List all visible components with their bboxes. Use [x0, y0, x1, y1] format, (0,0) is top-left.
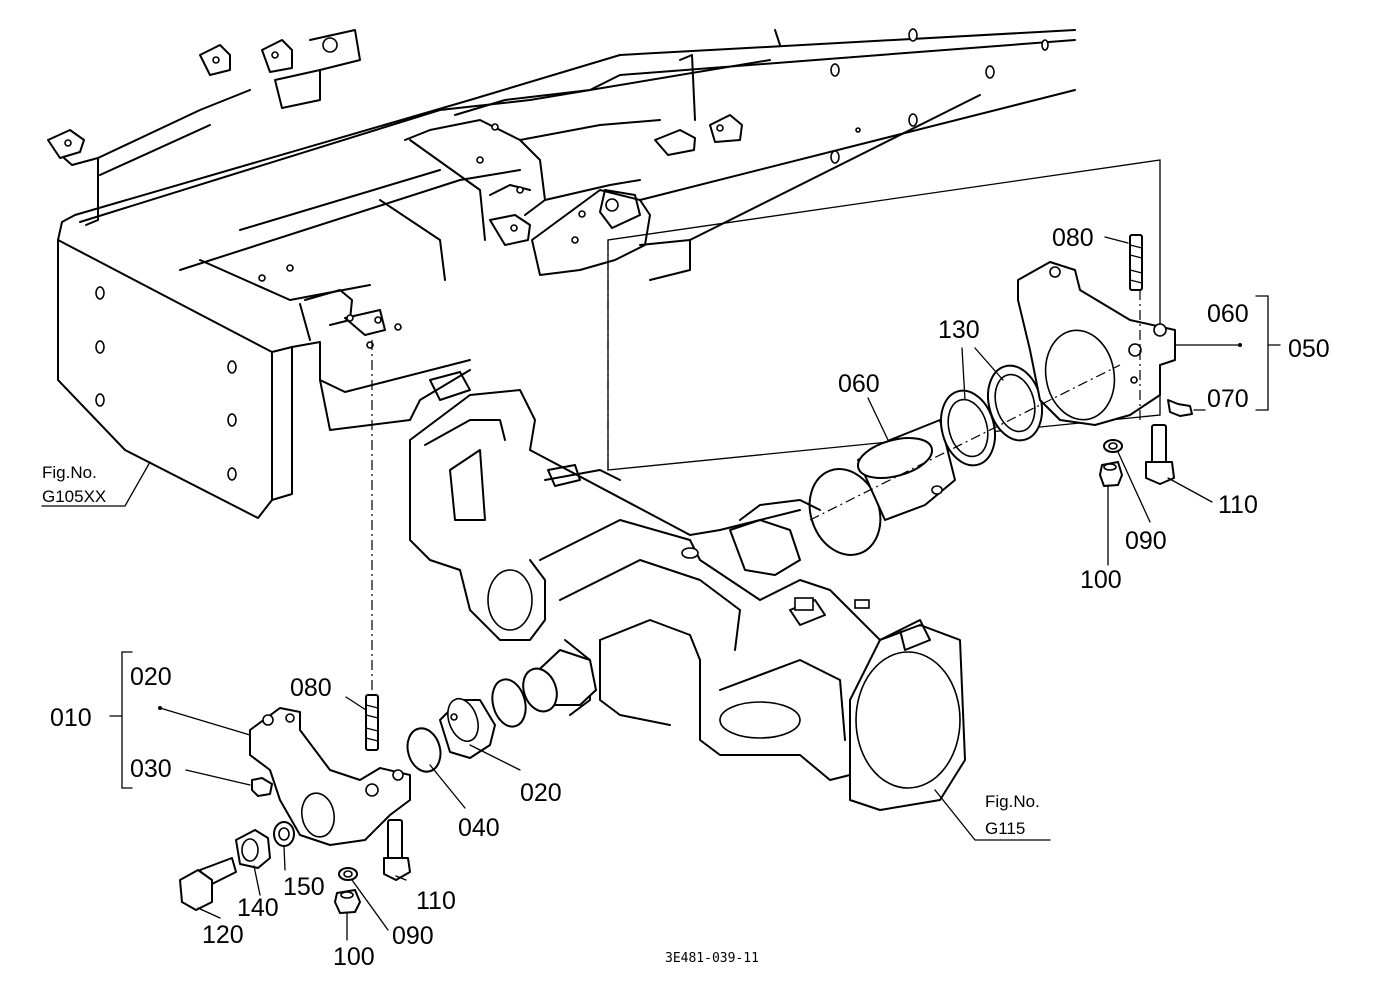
- drawing-code: 3E481-039-11: [665, 951, 759, 966]
- grease-nipple-030-left: [251, 777, 273, 797]
- grease-nipple-070-right: [1167, 399, 1193, 417]
- figure-ref-frame-code: G105XX: [42, 487, 106, 506]
- washer-090-right: [1103, 439, 1123, 453]
- figure-ref-frame-prefix: Fig.No.: [42, 463, 97, 482]
- callout-left-080: 080: [290, 674, 332, 702]
- figure-ref-axle: Fig.No. G115: [985, 792, 1040, 838]
- bracket-020-left: [249, 707, 411, 846]
- figure-ref-axle-code: G115: [985, 819, 1025, 838]
- callout-left-150: 150: [283, 873, 325, 901]
- callout-right-070: 070: [1207, 385, 1249, 413]
- callout-left-020-bush: 020: [520, 779, 562, 807]
- o-ring-left: [491, 678, 527, 728]
- callout-labels: 080 060 050 070 130 060 110 090 100 020 …: [50, 224, 1330, 971]
- figure-ref-frame: Fig.No. G105XX: [42, 463, 106, 506]
- callout-right-100: 100: [1080, 566, 1122, 594]
- shim-040-left: [406, 727, 442, 773]
- nut-100-right: [1099, 461, 1123, 487]
- callout-left-140: 140: [237, 894, 279, 922]
- callout-right-060-bracket: 060: [1207, 300, 1249, 328]
- callout-left-040: 040: [458, 814, 500, 842]
- callout-right-050: 050: [1288, 335, 1330, 363]
- callout-right-060-bush: 060: [838, 370, 880, 398]
- washer-090-left: [338, 867, 358, 881]
- bolt-110-left: [383, 819, 411, 881]
- callout-left-010: 010: [50, 704, 92, 732]
- figure-ref-axle-prefix: Fig.No.: [985, 792, 1040, 811]
- stud-080-right: [1129, 234, 1143, 291]
- callout-right-080: 080: [1052, 224, 1094, 252]
- callout-left-110: 110: [416, 887, 456, 915]
- callout-left-020-bracket: 020: [130, 663, 172, 691]
- callout-left-090: 090: [392, 922, 434, 950]
- callout-left-120: 120: [202, 921, 244, 949]
- bolt-110-right: [1145, 424, 1175, 485]
- bushing-060-right: [857, 419, 956, 521]
- frame-mounting-holes: [64, 28, 1049, 481]
- tractor-frame: [47, 28, 1161, 519]
- callout-right-110: 110: [1218, 491, 1258, 519]
- washer-150-left: [273, 821, 295, 847]
- callout-left-030: 030: [130, 755, 172, 783]
- shim-130-pair: [940, 364, 1043, 467]
- callout-right-130: 130: [938, 316, 980, 344]
- callout-left-100: 100: [333, 943, 375, 971]
- bracket-060-right: [1017, 261, 1176, 426]
- leader-lines: [41, 236, 1281, 941]
- stud-080-left: [365, 694, 379, 751]
- front-axle-housing: [409, 389, 966, 811]
- axle-shaft-stub-left: [522, 649, 597, 713]
- nut-100-left: [334, 889, 361, 914]
- bushing-020-left: [439, 697, 496, 759]
- nut-140-left: [235, 829, 271, 869]
- callout-right-090: 090: [1125, 527, 1167, 555]
- bolt-120-left: [179, 857, 237, 911]
